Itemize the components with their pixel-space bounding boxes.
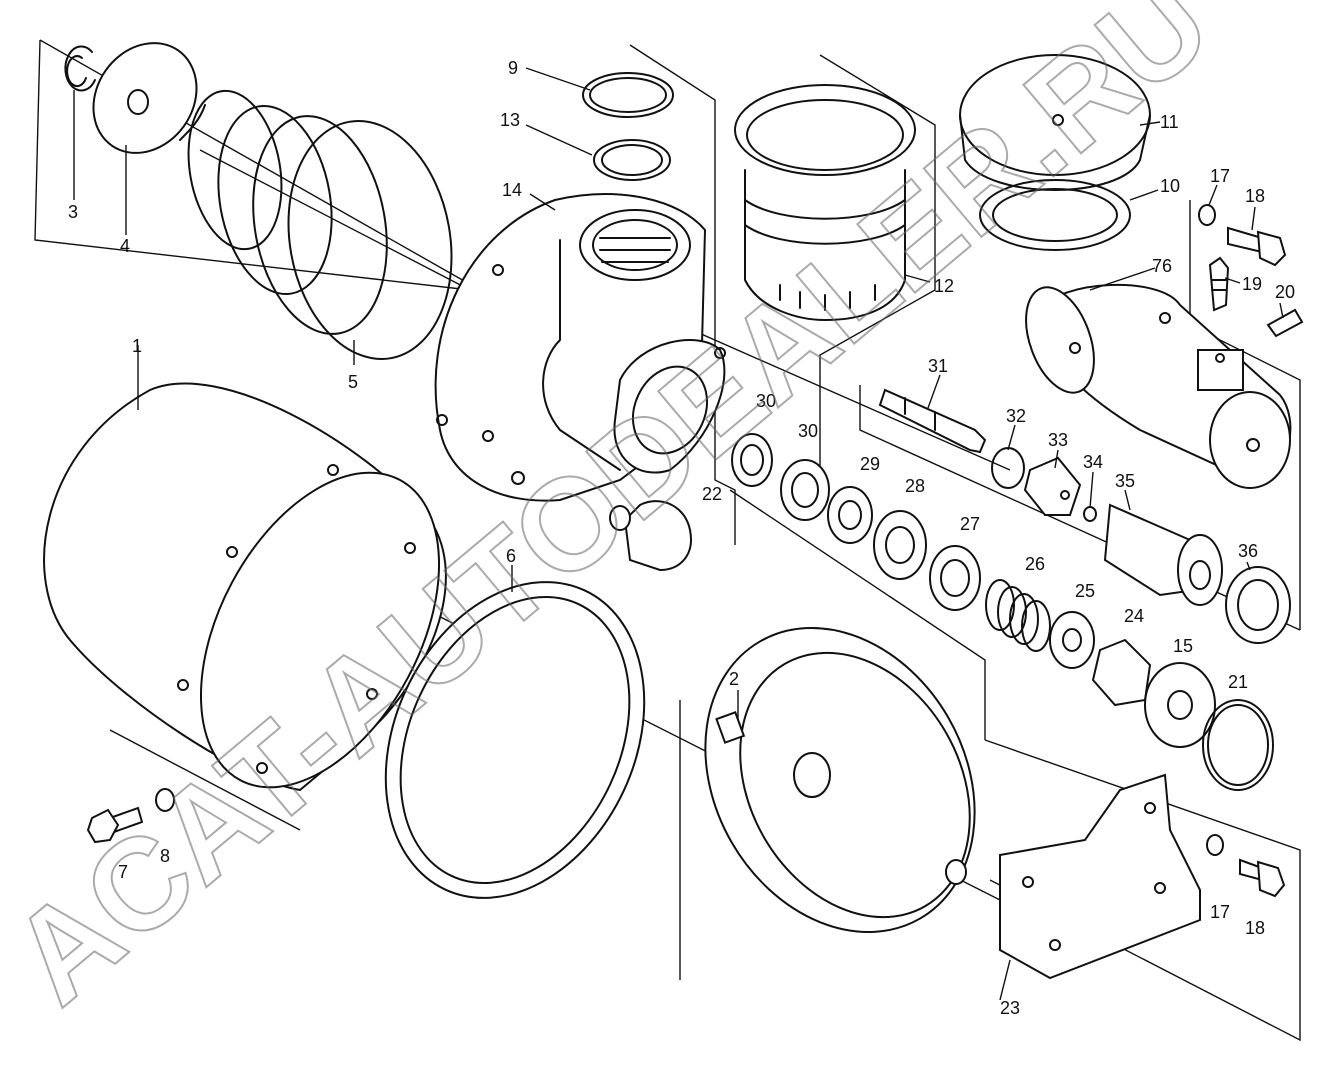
part-76-valve-body: [1025, 283, 1292, 489]
part-6-ring: [384, 581, 646, 899]
callout-15: 15: [1173, 636, 1193, 656]
callout-30-a: 30: [756, 391, 776, 411]
callout-3: 3: [68, 202, 78, 222]
part-36-bearing: [1225, 566, 1291, 644]
callout-18-top: 18: [1245, 186, 1265, 206]
part-13-o-ring: [593, 139, 671, 181]
callout-17-bottom: 17: [1210, 902, 1230, 922]
part-8-washer: [155, 788, 175, 812]
part-4-spring-seat: [92, 42, 198, 154]
part-32-snap-ring: [991, 447, 1025, 489]
callout-36: 36: [1238, 541, 1258, 561]
callout-35: 35: [1115, 471, 1135, 491]
part-33-nut: [1023, 456, 1082, 516]
part-19-fitting: [1208, 256, 1230, 312]
callout-11: 11: [1160, 112, 1179, 132]
callout-32: 32: [1006, 406, 1026, 426]
part-35-piston: [1103, 503, 1223, 606]
callout-33: 33: [1048, 430, 1068, 450]
callout-34: 34: [1083, 452, 1103, 472]
part-18-bolt-bottom: [1239, 858, 1286, 898]
part-26-spring: [985, 579, 1051, 652]
part-29-washer: [827, 486, 873, 544]
part-12-filter-cup: [734, 84, 916, 321]
part-28-seal: [873, 510, 927, 580]
callout-12: 12: [934, 276, 954, 296]
part-14-housing: [434, 193, 726, 502]
callout-6: 6: [506, 546, 516, 566]
callout-76: 76: [1152, 256, 1172, 276]
part-22-plug: [609, 500, 692, 572]
part-21-o-ring: [1202, 699, 1274, 791]
part-30-seal-a: [731, 433, 773, 487]
callout-7: 7: [118, 862, 128, 882]
callout-28: 28: [905, 476, 925, 496]
part-24-plate: [1091, 638, 1152, 707]
callout-13: 13: [500, 110, 520, 130]
callout-2: 2: [729, 669, 739, 689]
part-23-bracket: [999, 773, 1201, 980]
part-9-o-ring: [582, 72, 674, 118]
part-3-snap-ring: [64, 45, 96, 92]
part-30-seal-b: [780, 459, 830, 521]
callout-4: 4: [120, 236, 130, 256]
part-17-lock-washer-top: [1198, 204, 1216, 226]
part-1-cylinder-shell: [43, 382, 447, 792]
callout-21: 21: [1228, 672, 1248, 692]
part-25-washer: [1049, 611, 1095, 669]
callout-5: 5: [348, 372, 358, 392]
part-15-washer: [1144, 662, 1216, 748]
callout-26: 26: [1025, 554, 1045, 574]
callout-27: 27: [960, 514, 980, 534]
part-17-lock-washer-bottom: [1206, 834, 1224, 856]
callout-19: 19: [1242, 274, 1262, 294]
part-31-piston-rod: [878, 388, 987, 454]
part-10-gasket: [979, 179, 1131, 251]
callout-labels: 1 2 3 4 5 6 7 8 9 10 11 12 13 14 15 17 1…: [68, 58, 1295, 1018]
callout-22: 22: [702, 484, 722, 504]
callout-20: 20: [1275, 282, 1295, 302]
callout-18-bottom: 18: [1245, 918, 1265, 938]
part-7-bolt: [86, 806, 144, 844]
callout-17-top: 17: [1210, 166, 1230, 186]
callout-8: 8: [160, 846, 170, 866]
callout-14: 14: [502, 180, 522, 200]
part-18-bolt-top: [1227, 226, 1287, 267]
callout-24: 24: [1124, 606, 1144, 626]
callout-30-b: 30: [798, 421, 818, 441]
callout-10: 10: [1160, 176, 1180, 196]
part-5-conical-spring: [179, 89, 453, 360]
callout-9: 9: [508, 58, 518, 78]
callout-23: 23: [1000, 998, 1020, 1018]
callout-29: 29: [860, 454, 880, 474]
callout-1: 1: [132, 336, 142, 356]
part-20-switch: [1266, 308, 1304, 338]
part-34-washer: [1083, 506, 1097, 522]
callout-31: 31: [928, 356, 948, 376]
part-27-bushing: [929, 545, 981, 611]
part-2-end-cover: [704, 626, 976, 934]
callout-25: 25: [1075, 581, 1095, 601]
leader-lines: [73, 67, 1284, 1001]
